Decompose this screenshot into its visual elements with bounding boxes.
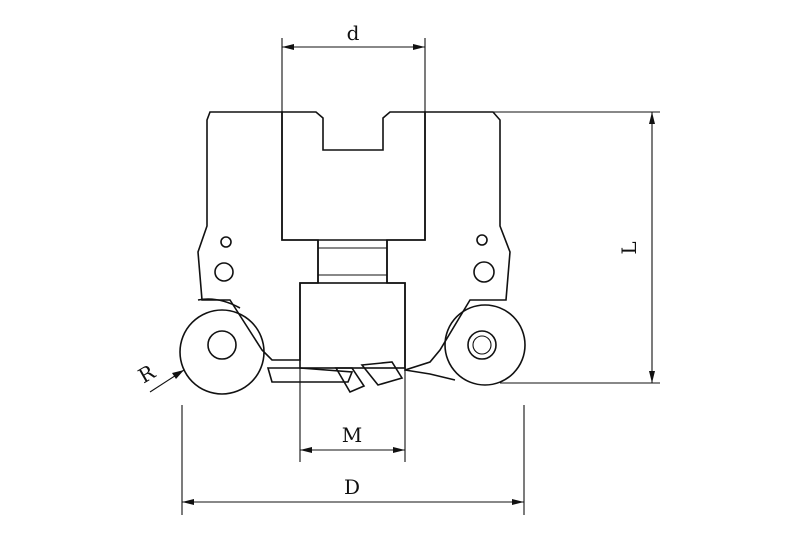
dimension-R: R <box>134 359 185 393</box>
label-R: R <box>134 359 160 388</box>
threaded-hole <box>299 282 406 369</box>
round-insert-left <box>179 298 265 395</box>
label-d: d <box>347 21 360 45</box>
dimension-D: D <box>181 405 525 515</box>
round-insert-right <box>444 304 526 386</box>
arbor-bore <box>281 111 426 283</box>
label-M: M <box>342 423 362 447</box>
label-D: D <box>344 475 360 499</box>
dimension-L: L <box>493 111 660 384</box>
dimension-M: M <box>299 368 406 462</box>
coolant-holes <box>214 234 495 283</box>
insert-pocket-lower <box>266 361 456 394</box>
label-L: L <box>617 241 641 254</box>
dimension-d: d <box>281 21 426 112</box>
